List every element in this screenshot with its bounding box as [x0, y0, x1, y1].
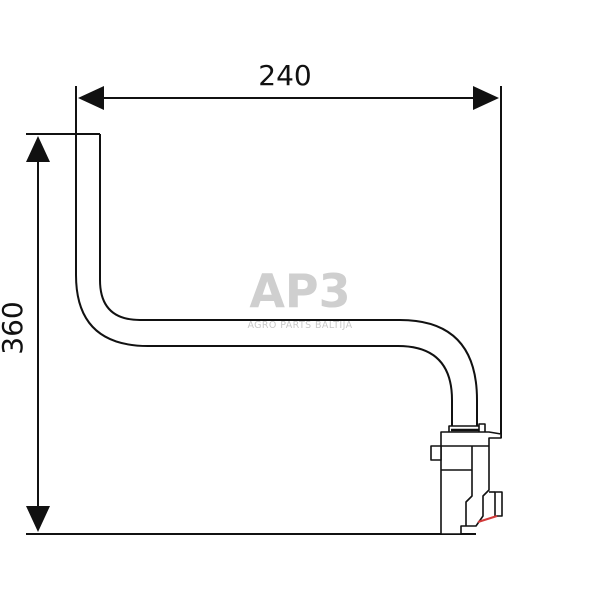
watermark-logo: AP3 AGRO PARTS BALTIJA: [247, 264, 352, 331]
bracket-body: [440, 431, 502, 535]
mount-bracket: [430, 423, 503, 535]
watermark-tagline: AGRO PARTS BALTIJA: [247, 320, 352, 331]
bracket-side-knob: [430, 445, 442, 461]
bent-tube: [75, 133, 478, 430]
bracket-inner-notch: [465, 446, 473, 526]
watermark-logo-text: AP3: [249, 264, 350, 318]
height-arrow-bottom: [26, 506, 50, 532]
width-arrow-right: [473, 86, 499, 110]
height-dimension: 360: [0, 133, 476, 535]
height-dimension-label: 360: [0, 301, 29, 354]
height-arrow-top: [26, 136, 50, 162]
width-dimension: 240: [75, 59, 502, 438]
width-arrow-left: [78, 86, 104, 110]
bracket-right-plate: [494, 491, 503, 517]
width-dimension-label: 240: [258, 59, 311, 92]
tube-inner-edge: [99, 134, 478, 430]
tube-outer-edge: [75, 134, 453, 430]
bracket-red-mark: [477, 515, 498, 523]
